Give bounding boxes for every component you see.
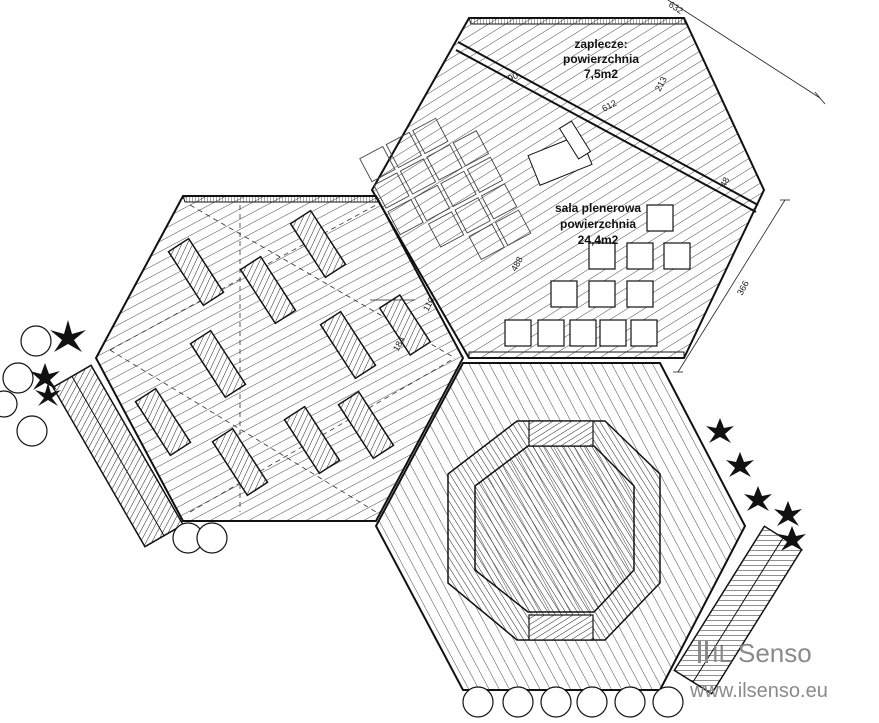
- bench: [134, 387, 192, 457]
- ilsenso-logo: IL Senso www.ilsenso.eu: [689, 638, 828, 702]
- dimension-632: 632: [667, 0, 685, 16]
- bench: [283, 405, 341, 475]
- storage-label-line2: powierzchnia: [563, 52, 639, 66]
- storage-label-line1: zaplecze:: [574, 37, 627, 51]
- dimension-90: 90: [506, 70, 520, 84]
- hall-label-line3: 24,4m2: [578, 233, 619, 247]
- dimension-lines: [667, 0, 826, 373]
- bench: [211, 427, 269, 497]
- tree-circles: [0, 325, 684, 718]
- logo-il-text: IL: [712, 641, 732, 668]
- storage-label-line3: 7,5m2: [584, 67, 618, 81]
- bottom-hexagon-deck: [374, 362, 747, 691]
- octagonal-bench: [447, 420, 661, 641]
- dimension-48: 48: [718, 175, 732, 189]
- left-planter-box: [51, 364, 185, 548]
- bench: [239, 255, 297, 325]
- ghost-table-grid: [359, 117, 532, 261]
- bench: [378, 293, 432, 357]
- bench: [319, 310, 377, 380]
- plant-shrubs: [30, 320, 806, 551]
- left-hexagon-deck: 110 184: [94, 195, 465, 522]
- hall-label-line1: sala plenerowa: [555, 201, 641, 215]
- logo-senso-text: Senso: [738, 638, 812, 668]
- website-url: www.ilsenso.eu: [689, 680, 828, 702]
- hall-label-line2: powierzchnia: [560, 217, 636, 231]
- storage-shelf: [558, 120, 592, 160]
- bench: [167, 237, 225, 307]
- top-hexagon-hall: 90 213 612 48 488 zaplecze: [359, 17, 766, 359]
- bench: [337, 390, 395, 460]
- dimension-366: 366: [735, 279, 751, 297]
- bench: [289, 209, 347, 279]
- hall-chair-grid: [504, 204, 691, 347]
- bench: [189, 329, 247, 399]
